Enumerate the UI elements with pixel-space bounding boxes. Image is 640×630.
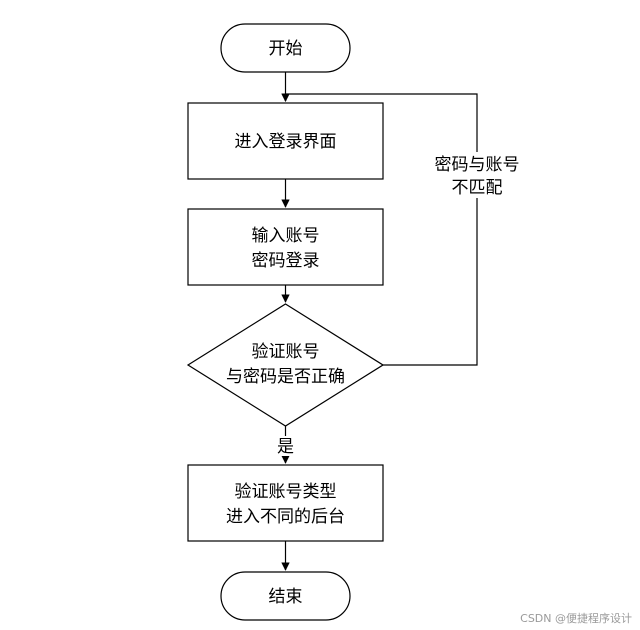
end-node-label: 结束 bbox=[269, 587, 303, 607]
edge-mismatch-loop bbox=[281, 93, 478, 366]
enter-credentials-node: 输入账号 密码登录 bbox=[187, 208, 384, 286]
yes-label-bg bbox=[275, 436, 296, 456]
login-screen-label: 进入登录界面 bbox=[235, 132, 337, 152]
enter-credentials-label-line1: 输入账号 bbox=[252, 226, 320, 246]
mismatch-label-line1: 密码与账号 bbox=[435, 155, 520, 175]
login-screen-node: 进入登录界面 bbox=[187, 102, 384, 180]
mismatch-label-bg bbox=[428, 152, 526, 198]
verify-decision-label-line1: 验证账号 bbox=[252, 342, 320, 362]
enter-backend-node: 验证账号类型 进入不同的后台 bbox=[187, 464, 384, 542]
start-node: 开始 bbox=[220, 23, 351, 73]
verify-decision-node: 验证账号 与密码是否正确 bbox=[186, 303, 385, 427]
start-node-label: 开始 bbox=[269, 39, 303, 59]
mismatch-label-line2: 不匹配 bbox=[452, 178, 503, 198]
end-node: 结束 bbox=[220, 571, 351, 621]
enter-backend-label-line1: 验证账号类型 bbox=[235, 482, 337, 502]
enter-credentials-label-line2: 密码登录 bbox=[252, 251, 320, 271]
watermark: CSDN @便捷程序设计 bbox=[520, 612, 632, 625]
yes-label: 是 bbox=[277, 437, 294, 457]
verify-decision-label-line2: 与密码是否正确 bbox=[226, 367, 345, 387]
enter-backend-label-line2: 进入不同的后台 bbox=[226, 507, 345, 527]
